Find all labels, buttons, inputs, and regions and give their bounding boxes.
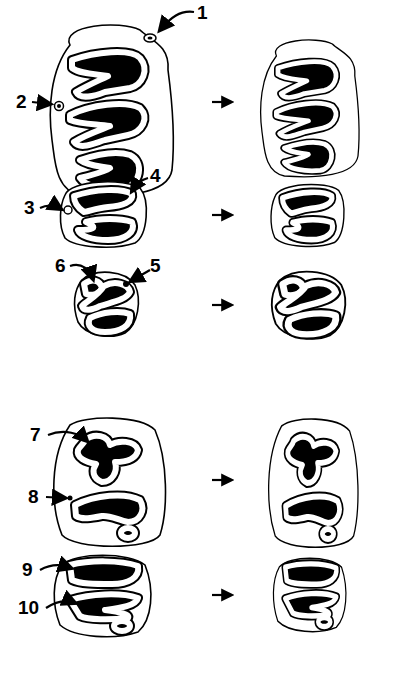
callout-number: 8 (28, 487, 39, 507)
callout-number: 3 (24, 198, 35, 218)
callout-number: 6 (55, 256, 66, 276)
callout-number: 4 (150, 166, 161, 186)
callout-number: 10 (18, 598, 39, 618)
callout-number: 1 (197, 3, 208, 23)
callout-number: 7 (30, 425, 41, 445)
callout-number: 9 (22, 560, 33, 580)
callout-number: 5 (150, 256, 161, 276)
callout-number: 2 (16, 92, 27, 112)
